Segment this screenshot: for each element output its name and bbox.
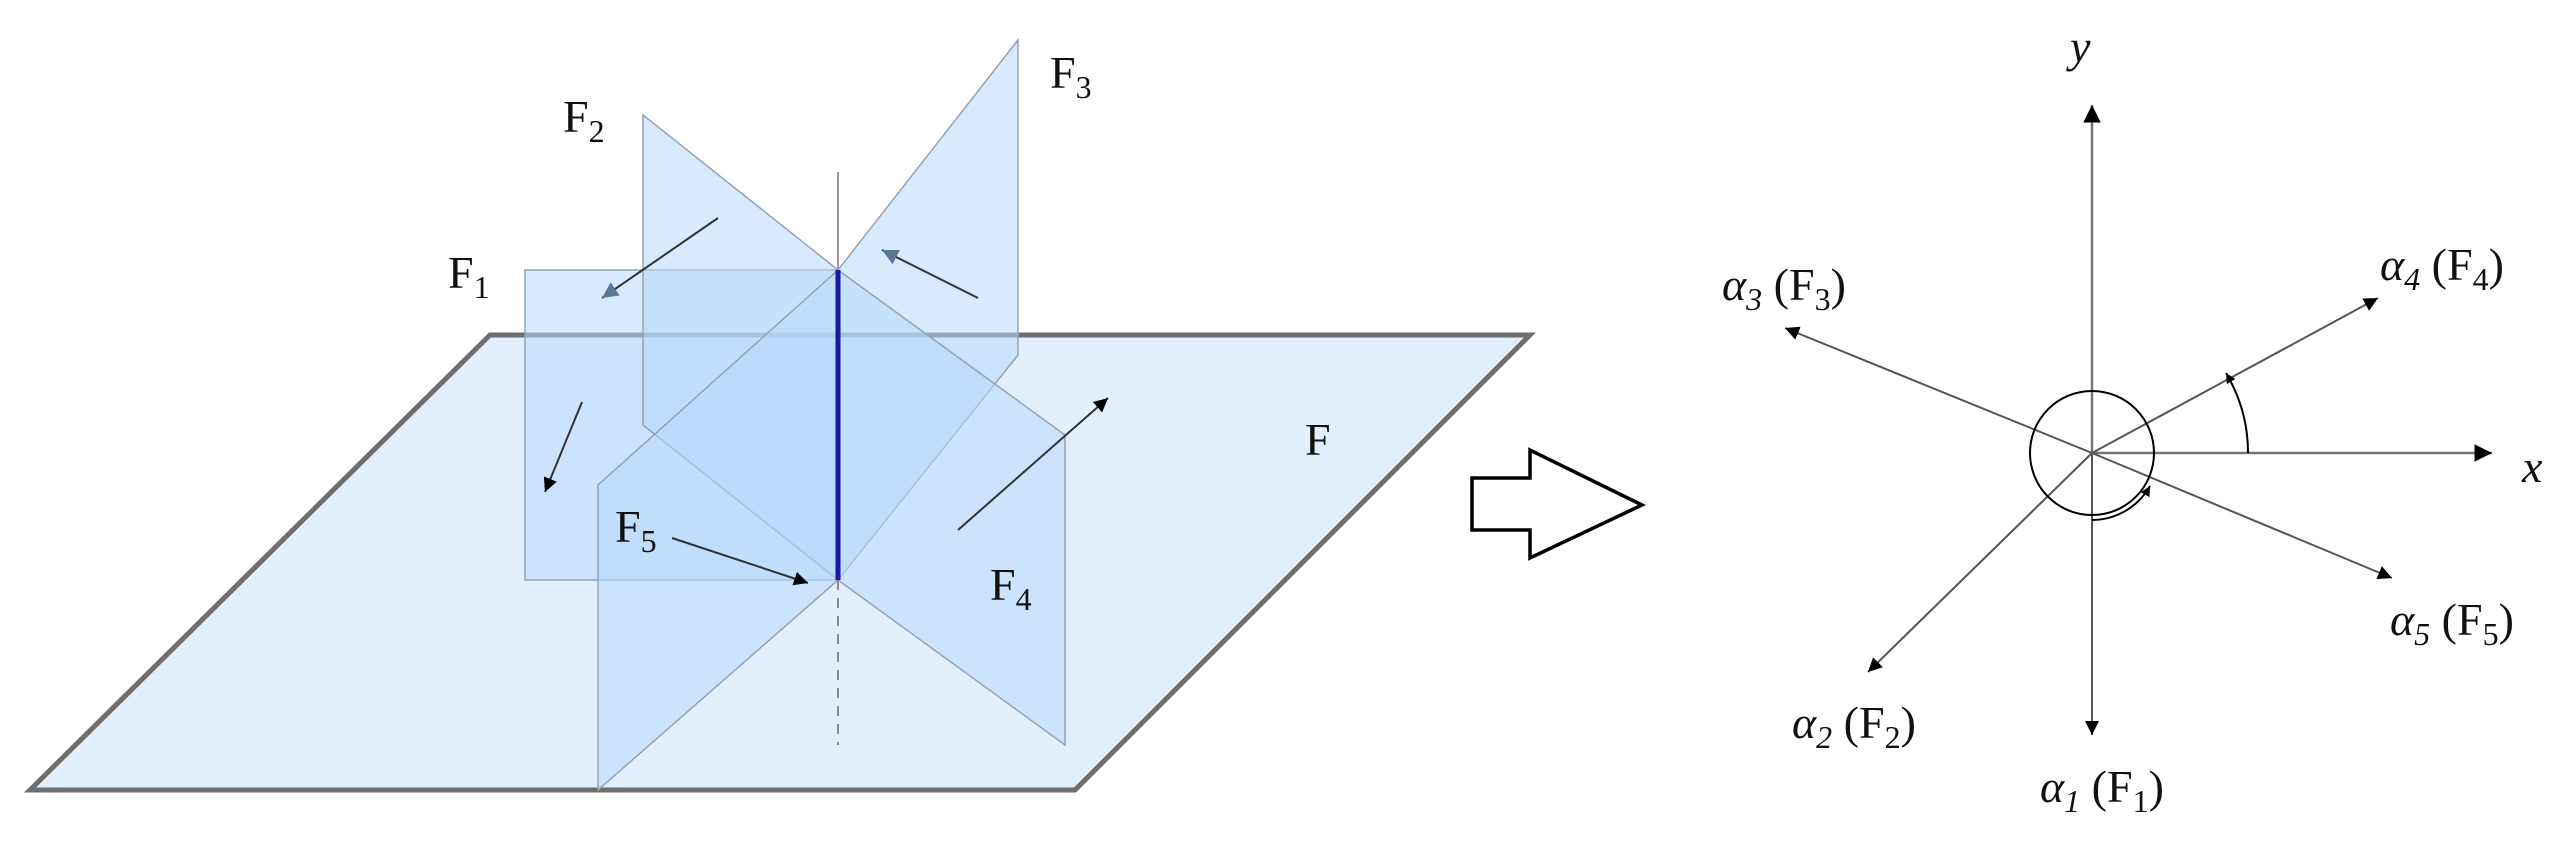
angle-arc-alpha4 [2225,372,2250,454]
f1-direction-arrow [543,401,583,493]
ray-alpha4 [2091,297,2379,454]
label-f3: F3 [1050,47,1092,105]
ray-label-alpha2: α2 (F2) [1792,697,1916,755]
orientation-diagram: y x α3 (F3) α4 (F4) α5 (F5) α2 (F2) α1 (… [1722,21,2543,819]
ray-alpha2 [1867,452,2093,673]
ray-label-alpha4: α4 (F4) [2380,239,2504,297]
label-f-base: F [1305,414,1331,465]
f4-direction-arrow [957,397,1109,531]
block-diagram: F2 F3 F1 F5 F4 F [23,37,1537,793]
ray-alpha5 [2091,452,2393,580]
angle-arc-alpha5 [2091,485,2151,521]
label-f2: F2 [563,91,605,149]
f2-direction-arrow [601,217,719,299]
ray-label-alpha1: α1 (F1) [2040,761,2164,819]
f3-direction-arrow [881,249,979,299]
label-f5: F5 [615,501,657,559]
label-f4: F4 [990,559,1032,617]
label-f1: F1 [448,247,490,305]
axis-label-x: x [2521,441,2543,492]
axis-label-y: y [2066,21,2091,72]
angle-circle [2029,390,2155,516]
hollow-right-arrow-icon [1470,447,1647,561]
f5-direction-arrow [671,537,809,586]
ray-label-alpha5: α5 (F5) [2390,594,2514,652]
ray-alpha3 [1784,326,2093,454]
ray-label-alpha3: α3 (F3) [1722,259,1846,317]
